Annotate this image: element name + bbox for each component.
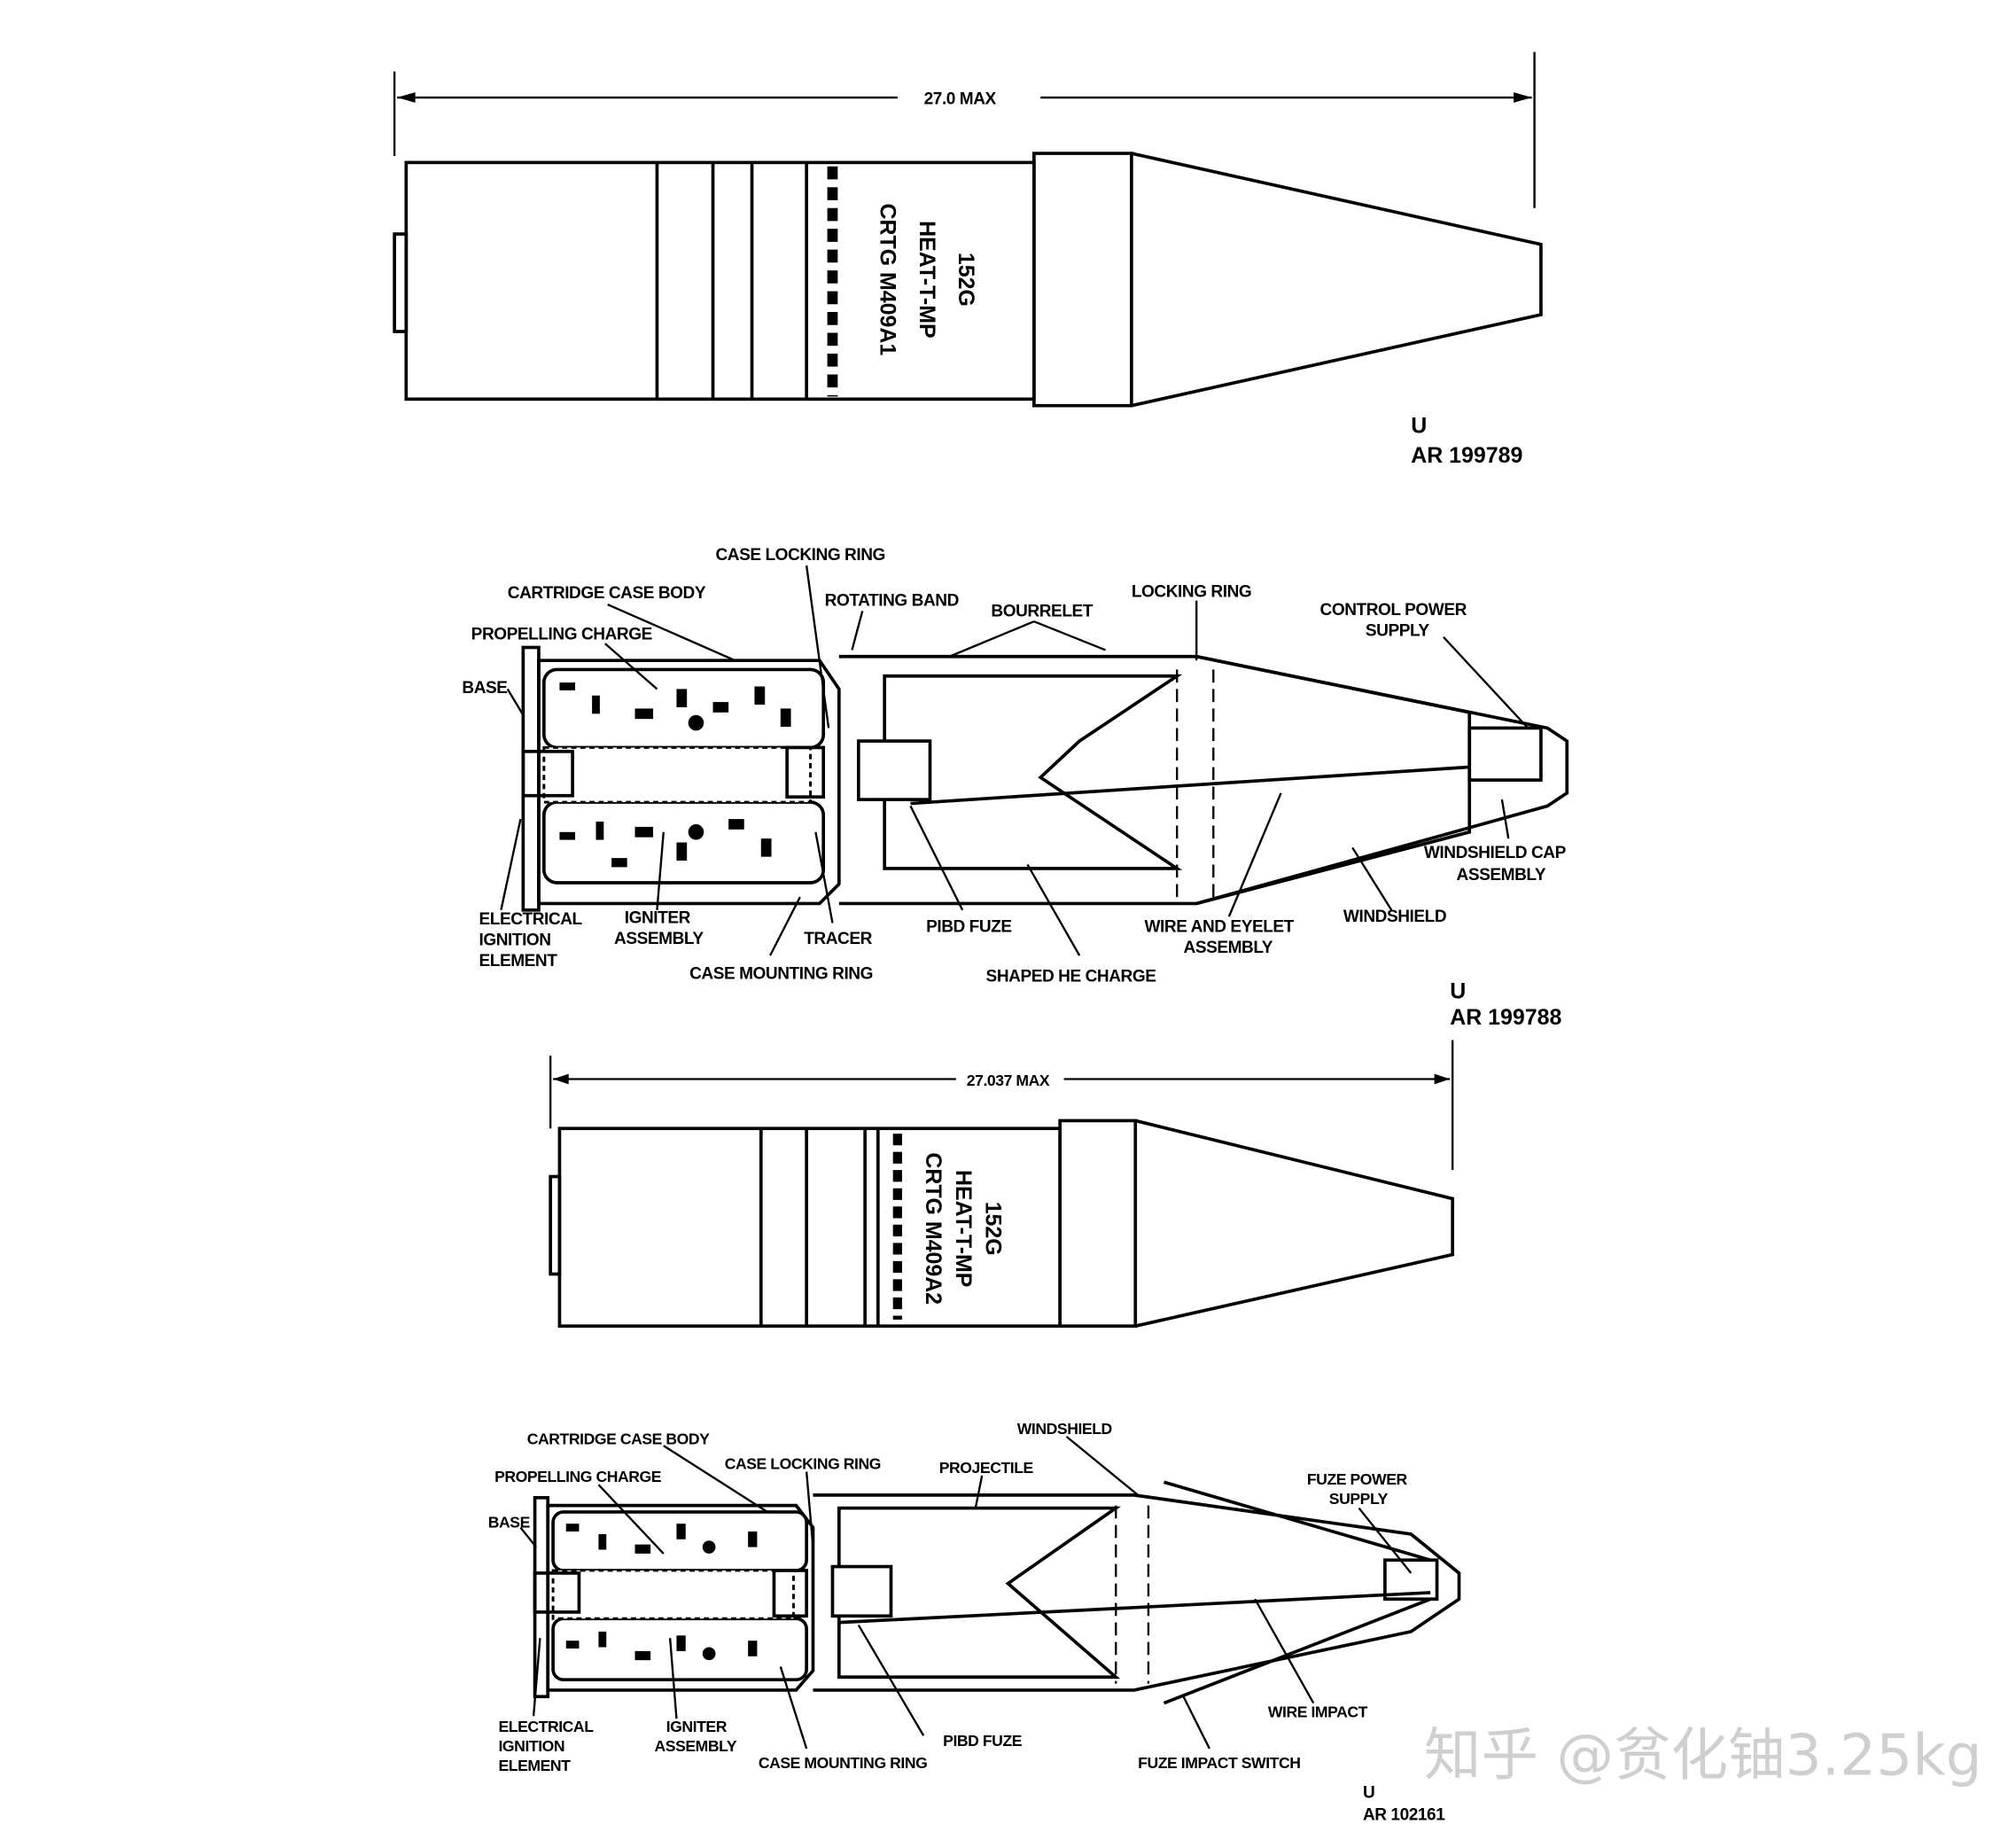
svg-text:FUZE POWER: FUZE POWER: [1307, 1470, 1408, 1488]
dimension-line: 27.0 MAX: [393, 51, 1536, 208]
svg-text:BASE: BASE: [462, 679, 507, 698]
svg-text:SUPPLY: SUPPLY: [1329, 1490, 1389, 1508]
svg-text:PIBD FUZE: PIBD FUZE: [926, 918, 1012, 937]
svg-text:HEAT-T-MP: HEAT-T-MP: [951, 1170, 976, 1287]
dimension-label: 27.0 MAX: [924, 90, 997, 108]
svg-text:HEAT-T-MP: HEAT-T-MP: [915, 221, 939, 338]
svg-text:PROJECTILE: PROJECTILE: [939, 1459, 1034, 1477]
figure-code: AR 199788: [1450, 1005, 1561, 1030]
svg-text:ASSEMBLY: ASSEMBLY: [1184, 939, 1273, 957]
svg-text:CASE LOCKING RING: CASE LOCKING RING: [725, 1455, 881, 1473]
m409a1-outline: 27.0 MAX 152G HEAT-T-MP CRTG M409A1 U AR…: [393, 51, 1543, 468]
labels: CARTRIDGE CASE BODY WINDSHIELD PROPELLIN…: [488, 1420, 1408, 1774]
svg-text:ROTATING BAND: ROTATING BAND: [825, 592, 959, 611]
svg-text:152G: 152G: [981, 1202, 1006, 1256]
svg-text:IGNITER: IGNITER: [666, 1718, 728, 1735]
svg-text:CASE LOCKING RING: CASE LOCKING RING: [715, 546, 884, 565]
svg-text:WINDSHIELD CAP: WINDSHIELD CAP: [1424, 844, 1567, 862]
svg-text:WINDSHIELD: WINDSHIELD: [1017, 1420, 1112, 1438]
svg-text:ELEMENT: ELEMENT: [498, 1757, 571, 1774]
propellant-grains: [559, 682, 791, 868]
figure-code: AR 199789: [1411, 443, 1522, 468]
svg-text:WINDSHIELD: WINDSHIELD: [1343, 908, 1446, 926]
propellant-grains: [565, 1524, 758, 1661]
leader-lines: [519, 1435, 1413, 1750]
svg-text:CRTG M409A2: CRTG M409A2: [921, 1152, 946, 1305]
svg-text:CRTG M409A1: CRTG M409A1: [876, 204, 900, 356]
svg-text:ASSEMBLY: ASSEMBLY: [614, 930, 704, 948]
svg-text:IGNITION: IGNITION: [479, 931, 550, 949]
svg-text:TRACER: TRACER: [804, 930, 872, 948]
leader-lines: [500, 565, 1530, 956]
svg-text:FUZE IMPACT SWITCH: FUZE IMPACT SWITCH: [1138, 1754, 1300, 1772]
dimension-label: 27.037 MAX: [967, 1072, 1050, 1089]
svg-text:PROPELLING CHARGE: PROPELLING CHARGE: [471, 626, 652, 644]
figure-code-u: U: [1450, 979, 1466, 1004]
m409a1-cutaway: CASE LOCKING RING CARTRIDGE CASE BODY RO…: [462, 546, 1569, 1030]
svg-text:ELECTRICAL: ELECTRICAL: [479, 910, 582, 929]
svg-text:IGNITER: IGNITER: [625, 908, 691, 927]
svg-text:ASSEMBLY: ASSEMBLY: [655, 1737, 737, 1755]
svg-text:ELECTRICAL: ELECTRICAL: [498, 1718, 594, 1735]
svg-text:PIBD FUZE: PIBD FUZE: [943, 1732, 1023, 1750]
svg-text:IGNITION: IGNITION: [498, 1737, 564, 1755]
svg-text:CARTRIDGE CASE BODY: CARTRIDGE CASE BODY: [508, 584, 706, 603]
svg-text:BASE: BASE: [488, 1514, 531, 1532]
cartridge-marking: 152G HEAT-T-MP CRTG M409A1: [827, 166, 978, 397]
svg-text:CASE MOUNTING RING: CASE MOUNTING RING: [759, 1754, 928, 1772]
m409a2-outline: 27.037 MAX 152G HEAT-T-MP CRTG M409A2: [549, 1040, 1454, 1329]
svg-text:PROPELLING CHARGE: PROPELLING CHARGE: [494, 1468, 662, 1485]
svg-text:CONTROL POWER: CONTROL POWER: [1320, 601, 1467, 620]
svg-text:CARTRIDGE CASE BODY: CARTRIDGE CASE BODY: [527, 1430, 710, 1448]
labels: CASE LOCKING RING CARTRIDGE CASE BODY RO…: [462, 546, 1567, 986]
cartridge-marking: 152G HEAT-T-MP CRTG M409A2: [892, 1134, 1006, 1320]
watermark: 知乎 @贫化铀3.25kg: [1424, 1722, 1982, 1789]
svg-text:SHAPED HE CHARGE: SHAPED HE CHARGE: [986, 967, 1156, 986]
svg-text:WIRE AND EYELET: WIRE AND EYELET: [1145, 918, 1295, 937]
svg-text:BOURRELET: BOURRELET: [991, 602, 1093, 620]
m409a2-cutaway: CARTRIDGE CASE BODY WINDSHIELD PROPELLIN…: [488, 1420, 1461, 1824]
svg-text:ASSEMBLY: ASSEMBLY: [1457, 866, 1546, 885]
figure-code-u: U: [1363, 1784, 1374, 1803]
figure-code-u: U: [1411, 413, 1427, 438]
svg-text:ELEMENT: ELEMENT: [479, 952, 557, 970]
svg-text:SUPPLY: SUPPLY: [1366, 621, 1430, 640]
svg-text:LOCKING RING: LOCKING RING: [1132, 582, 1251, 601]
svg-text:WIRE IMPACT: WIRE IMPACT: [1268, 1703, 1368, 1721]
svg-text:CASE MOUNTING RING: CASE MOUNTING RING: [689, 965, 873, 984]
svg-text:152G: 152G: [954, 253, 978, 307]
figure-code: AR 102161: [1363, 1806, 1445, 1824]
